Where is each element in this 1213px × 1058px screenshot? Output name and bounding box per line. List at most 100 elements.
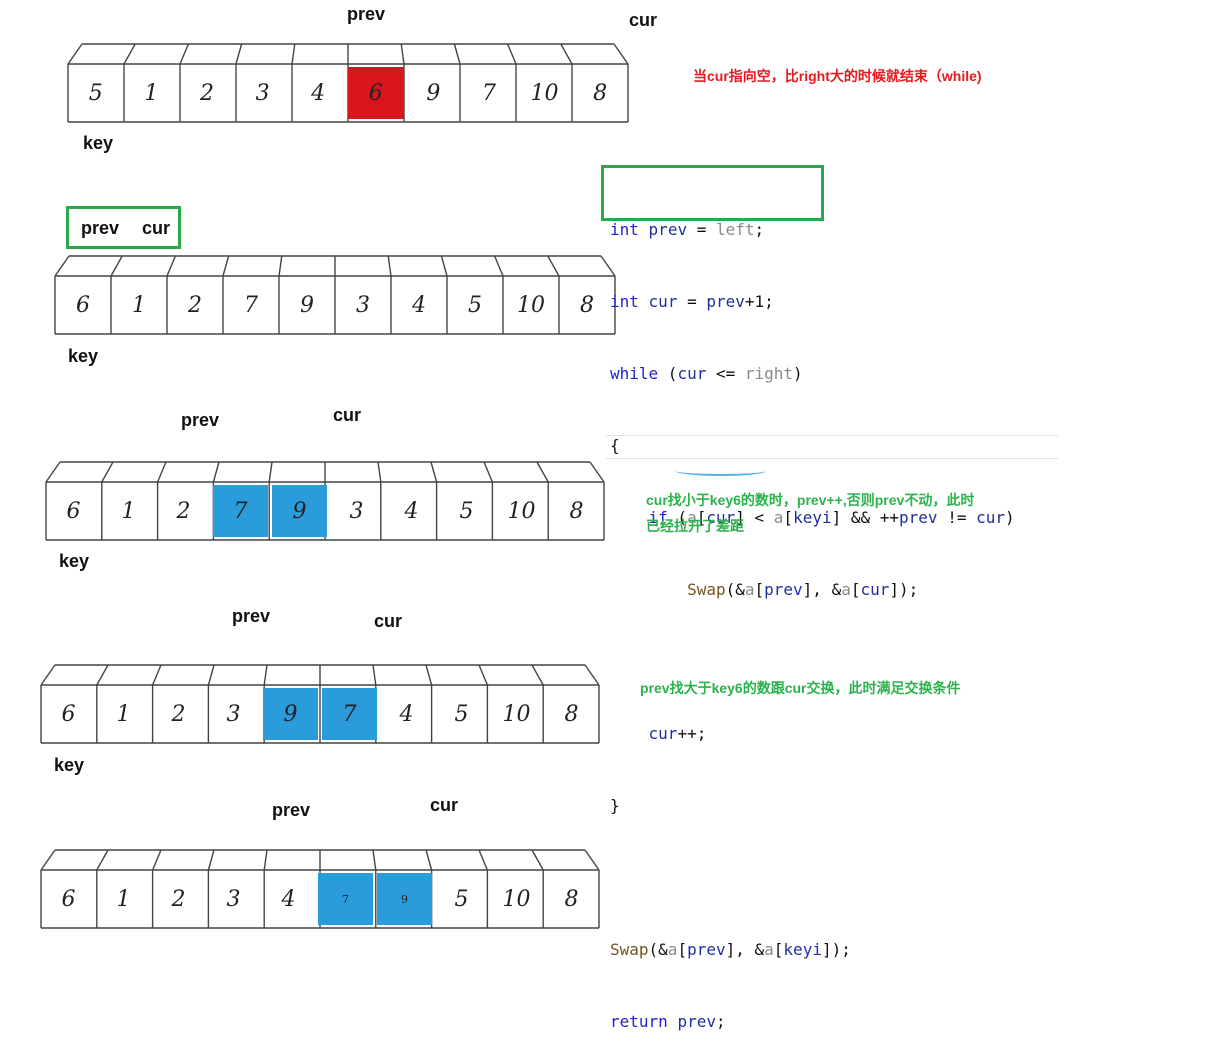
cell-top-divider bbox=[110, 255, 123, 277]
code-line-divider bbox=[606, 458, 1058, 459]
array-cell-value: 4 bbox=[281, 886, 296, 912]
array-cell-value: 6 bbox=[76, 292, 90, 318]
array-cell-value: 7 bbox=[481, 80, 496, 106]
array-cell: 4 bbox=[261, 870, 316, 928]
array-cell: 6 bbox=[55, 276, 111, 334]
array-cell: 3 bbox=[235, 64, 291, 122]
array-cell: 9 bbox=[263, 688, 318, 740]
cell-top-divider bbox=[156, 461, 167, 483]
cell-top-divider bbox=[96, 849, 109, 871]
prev-label-4: prev bbox=[232, 606, 271, 626]
array-cell-value: 8 bbox=[593, 80, 608, 106]
cell-top-divider bbox=[372, 664, 377, 686]
cur-label-5: cur bbox=[430, 795, 459, 815]
cell-top-divider bbox=[268, 461, 273, 483]
array-cell: 7 bbox=[461, 64, 517, 122]
array-cell: 9 bbox=[272, 485, 327, 537]
array-cell-value: 7 bbox=[244, 292, 258, 318]
array-cell-value: 9 bbox=[426, 80, 441, 106]
array-cell-value: 8 bbox=[564, 701, 579, 727]
box-left-slant bbox=[40, 849, 56, 871]
array-cell: 6 bbox=[347, 67, 404, 119]
array-box-outline bbox=[54, 255, 616, 335]
box-left-slant bbox=[45, 461, 61, 483]
array-box-outline bbox=[40, 849, 600, 929]
cur-label-2: cur bbox=[142, 218, 171, 238]
box-right-slant bbox=[600, 255, 616, 277]
array-cell-value: 4 bbox=[311, 80, 326, 106]
array-cell: 6 bbox=[41, 870, 96, 928]
array-cell: 4 bbox=[391, 276, 447, 334]
code-line-10 bbox=[610, 866, 1015, 890]
array-cell-value: 6 bbox=[61, 701, 76, 727]
cell-top-divider bbox=[400, 43, 405, 65]
array-cell: 10 bbox=[503, 276, 559, 334]
cur-label-1: cur bbox=[629, 10, 658, 30]
array-cell-value: 5 bbox=[454, 886, 469, 912]
array-cell-value: 6 bbox=[368, 80, 383, 106]
array-cell: 10 bbox=[489, 685, 544, 743]
array-cell: 8 bbox=[544, 870, 599, 928]
array-cell-value: 6 bbox=[66, 498, 81, 524]
array-cell-value: 1 bbox=[144, 80, 159, 106]
array-cell: 6 bbox=[41, 685, 96, 743]
array-cell-value: 2 bbox=[188, 292, 202, 318]
array-cell-value: 7 bbox=[342, 892, 349, 906]
array-cell: 5 bbox=[68, 64, 124, 122]
code-block: int prev = left; int cur = prev+1; while… bbox=[610, 170, 1015, 1058]
array-cell-value: 3 bbox=[255, 80, 270, 106]
array-cell-value: 4 bbox=[412, 292, 426, 318]
cell-top-divider bbox=[478, 849, 489, 871]
swap-condition-note: prev找大于key6的数跟cur交换，此时满足交换条件 bbox=[640, 680, 961, 696]
array-cell: 9 bbox=[279, 276, 335, 334]
array-cell-value: 9 bbox=[300, 292, 314, 318]
cell-top-divider bbox=[531, 849, 544, 871]
cell-top-divider bbox=[377, 461, 382, 483]
cell-top-divider bbox=[453, 43, 461, 65]
array-cell-value: 3 bbox=[349, 498, 364, 524]
array-cell: 10 bbox=[517, 64, 573, 122]
array-cell: 1 bbox=[96, 685, 151, 743]
array-box-outline bbox=[67, 43, 629, 123]
array-cell: 3 bbox=[206, 870, 261, 928]
cell-top-divider bbox=[212, 461, 220, 483]
array-cell-value: 7 bbox=[342, 701, 357, 727]
cell-top-divider bbox=[430, 461, 438, 483]
array-cell: 8 bbox=[572, 64, 628, 122]
array-cell-value: 8 bbox=[564, 886, 579, 912]
array-cell-value: 5 bbox=[468, 292, 482, 318]
cell-top-divider bbox=[425, 849, 433, 871]
cell-top-divider bbox=[387, 255, 392, 277]
array-cell-value: 7 bbox=[233, 498, 248, 524]
box-right-slant bbox=[589, 461, 605, 483]
cell-top-divider bbox=[478, 664, 489, 686]
array-cell-value: 2 bbox=[171, 701, 186, 727]
array-cell: 2 bbox=[179, 64, 235, 122]
cell-top-divider bbox=[560, 43, 573, 65]
array-cell: 3 bbox=[206, 685, 261, 743]
array-cell-value: 2 bbox=[176, 498, 191, 524]
code-line-9: } bbox=[610, 796, 620, 815]
code-line-2: int cur = prev+1; bbox=[610, 292, 774, 311]
cell-top-divider bbox=[536, 461, 549, 483]
array-cell: 5 bbox=[447, 276, 503, 334]
code-line-8: cur++; bbox=[648, 724, 707, 743]
array-cell: 9 bbox=[406, 64, 462, 122]
array-cell: 5 bbox=[434, 870, 489, 928]
code-line-5: if (a[cur] < a[keyi] && ++prev != cur) bbox=[648, 508, 1015, 527]
array-cell-value: 1 bbox=[116, 701, 131, 727]
code-line-1: int prev = left; bbox=[610, 220, 765, 239]
array-cell: 8 bbox=[549, 482, 604, 540]
array-cell-value: 1 bbox=[132, 292, 146, 318]
array-cell: 7 bbox=[223, 276, 279, 334]
array-cell-value: 10 bbox=[502, 886, 531, 912]
code-line-divider bbox=[606, 435, 1058, 436]
array-cell: 1 bbox=[96, 870, 151, 928]
cur-search-note-line-2: 已经拉开了差距 bbox=[646, 518, 744, 534]
array-cell: 4 bbox=[384, 482, 439, 540]
